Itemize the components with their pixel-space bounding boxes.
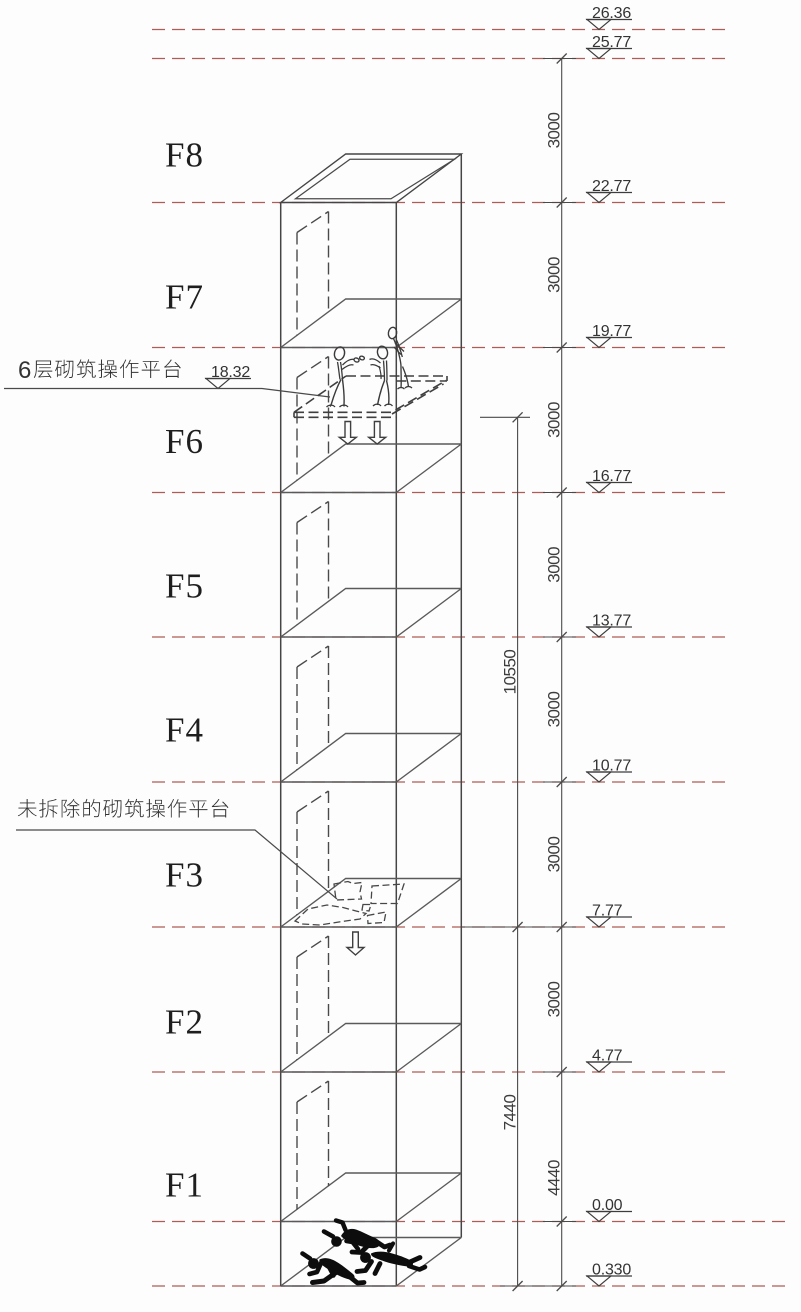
- svg-text:F5: F5: [165, 567, 204, 606]
- svg-text:F1: F1: [165, 1166, 204, 1205]
- svg-text:F4: F4: [165, 711, 204, 750]
- svg-text:3000: 3000: [545, 692, 564, 728]
- svg-text:7440: 7440: [501, 1095, 520, 1131]
- svg-text:3000: 3000: [545, 257, 564, 293]
- svg-text:F7: F7: [165, 278, 204, 317]
- svg-text:4440: 4440: [545, 1160, 564, 1196]
- svg-text:16.77: 16.77: [592, 468, 631, 485]
- svg-text:0.330: 0.330: [592, 1262, 631, 1279]
- svg-text:F8: F8: [165, 136, 204, 175]
- svg-text:0.00: 0.00: [592, 1197, 623, 1214]
- svg-text:6: 6: [18, 357, 31, 384]
- svg-text:13.77: 13.77: [592, 613, 631, 630]
- svg-text:19.77: 19.77: [592, 323, 631, 340]
- svg-text:18.32: 18.32: [211, 364, 250, 381]
- svg-text:F2: F2: [165, 1003, 204, 1042]
- svg-text:3000: 3000: [545, 547, 564, 583]
- svg-text:3000: 3000: [545, 113, 564, 149]
- svg-text:10550: 10550: [501, 650, 520, 695]
- svg-text:4.77: 4.77: [592, 1048, 623, 1065]
- svg-text:F3: F3: [165, 856, 204, 895]
- svg-text:3000: 3000: [545, 982, 564, 1018]
- svg-text:3000: 3000: [545, 837, 564, 873]
- svg-text:26.36: 26.36: [592, 5, 631, 22]
- svg-text:10.77: 10.77: [592, 758, 631, 775]
- svg-text:7.77: 7.77: [592, 903, 623, 920]
- svg-text:3000: 3000: [545, 402, 564, 438]
- svg-text:25.77: 25.77: [592, 34, 631, 51]
- svg-text:F6: F6: [165, 422, 204, 461]
- svg-text:22.77: 22.77: [592, 178, 631, 195]
